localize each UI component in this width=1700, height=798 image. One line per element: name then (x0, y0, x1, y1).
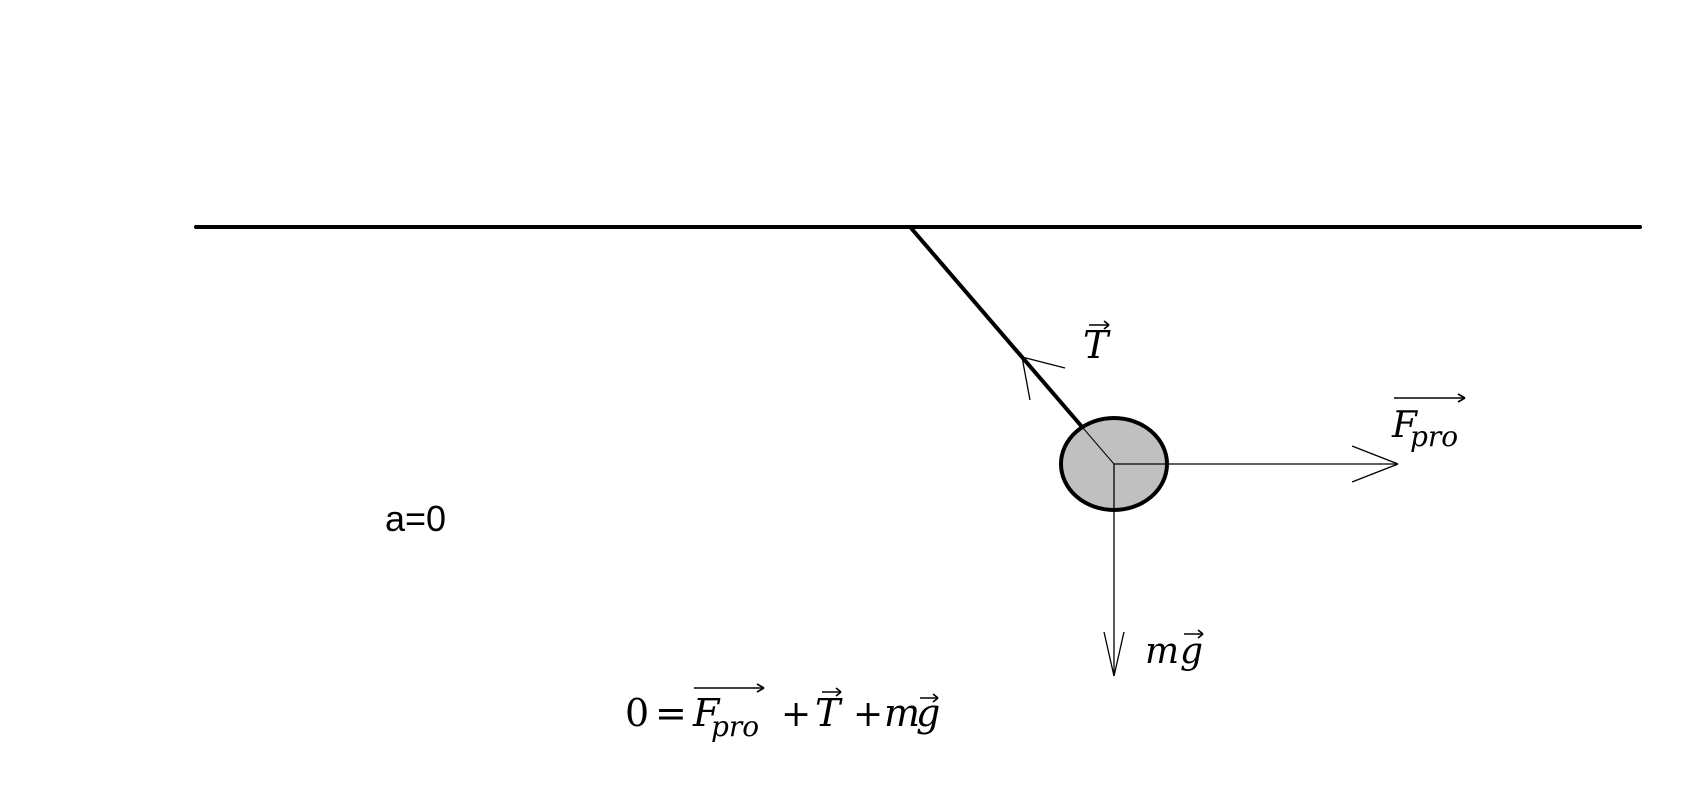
equation-term2-vector-arrow-icon (822, 687, 842, 697)
acceleration-label: a=0 (385, 498, 446, 539)
tension-label-vector-arrow-icon (1089, 320, 1110, 330)
equation-term1-symbol: F (692, 691, 721, 735)
tension-label: T (1083, 320, 1111, 367)
weight-label-vector-arrow-icon (1184, 629, 1204, 639)
tension-arrowhead (1021, 356, 1066, 401)
drag-force-arrow (1114, 445, 1399, 483)
tension-label-symbol: T (1083, 323, 1111, 367)
tension-line-inside-bob (1082, 427, 1115, 465)
equation-term2-symbol: T (815, 691, 843, 735)
drag-force-label-subscript: pro (1410, 420, 1458, 453)
equation-term3-prefix: m (884, 691, 920, 735)
equation-term1-overline-arrow-icon (694, 683, 765, 693)
equation-equals: = (655, 691, 687, 735)
drag-force-label-symbol: F (1391, 405, 1419, 446)
equation-plus-2: + (853, 694, 883, 735)
equation-lhs: 0 (625, 691, 649, 735)
equation-term3-vector-arrow-icon (920, 693, 939, 703)
weight-label: m g (1145, 629, 1204, 672)
pendulum-string (909, 226, 1085, 430)
weight-label-symbol: g (1180, 631, 1203, 672)
equilibrium-equation: 0 = F pro + T + m g (625, 683, 940, 743)
weight-arrow (1103, 464, 1125, 677)
drag-force-overline-arrow-icon (1394, 393, 1466, 403)
equation-plus-1: + (781, 694, 811, 735)
weight-label-prefix: m (1145, 631, 1179, 672)
drag-force-label: F pro (1391, 393, 1466, 453)
equation-term1-subscript: pro (711, 710, 759, 743)
